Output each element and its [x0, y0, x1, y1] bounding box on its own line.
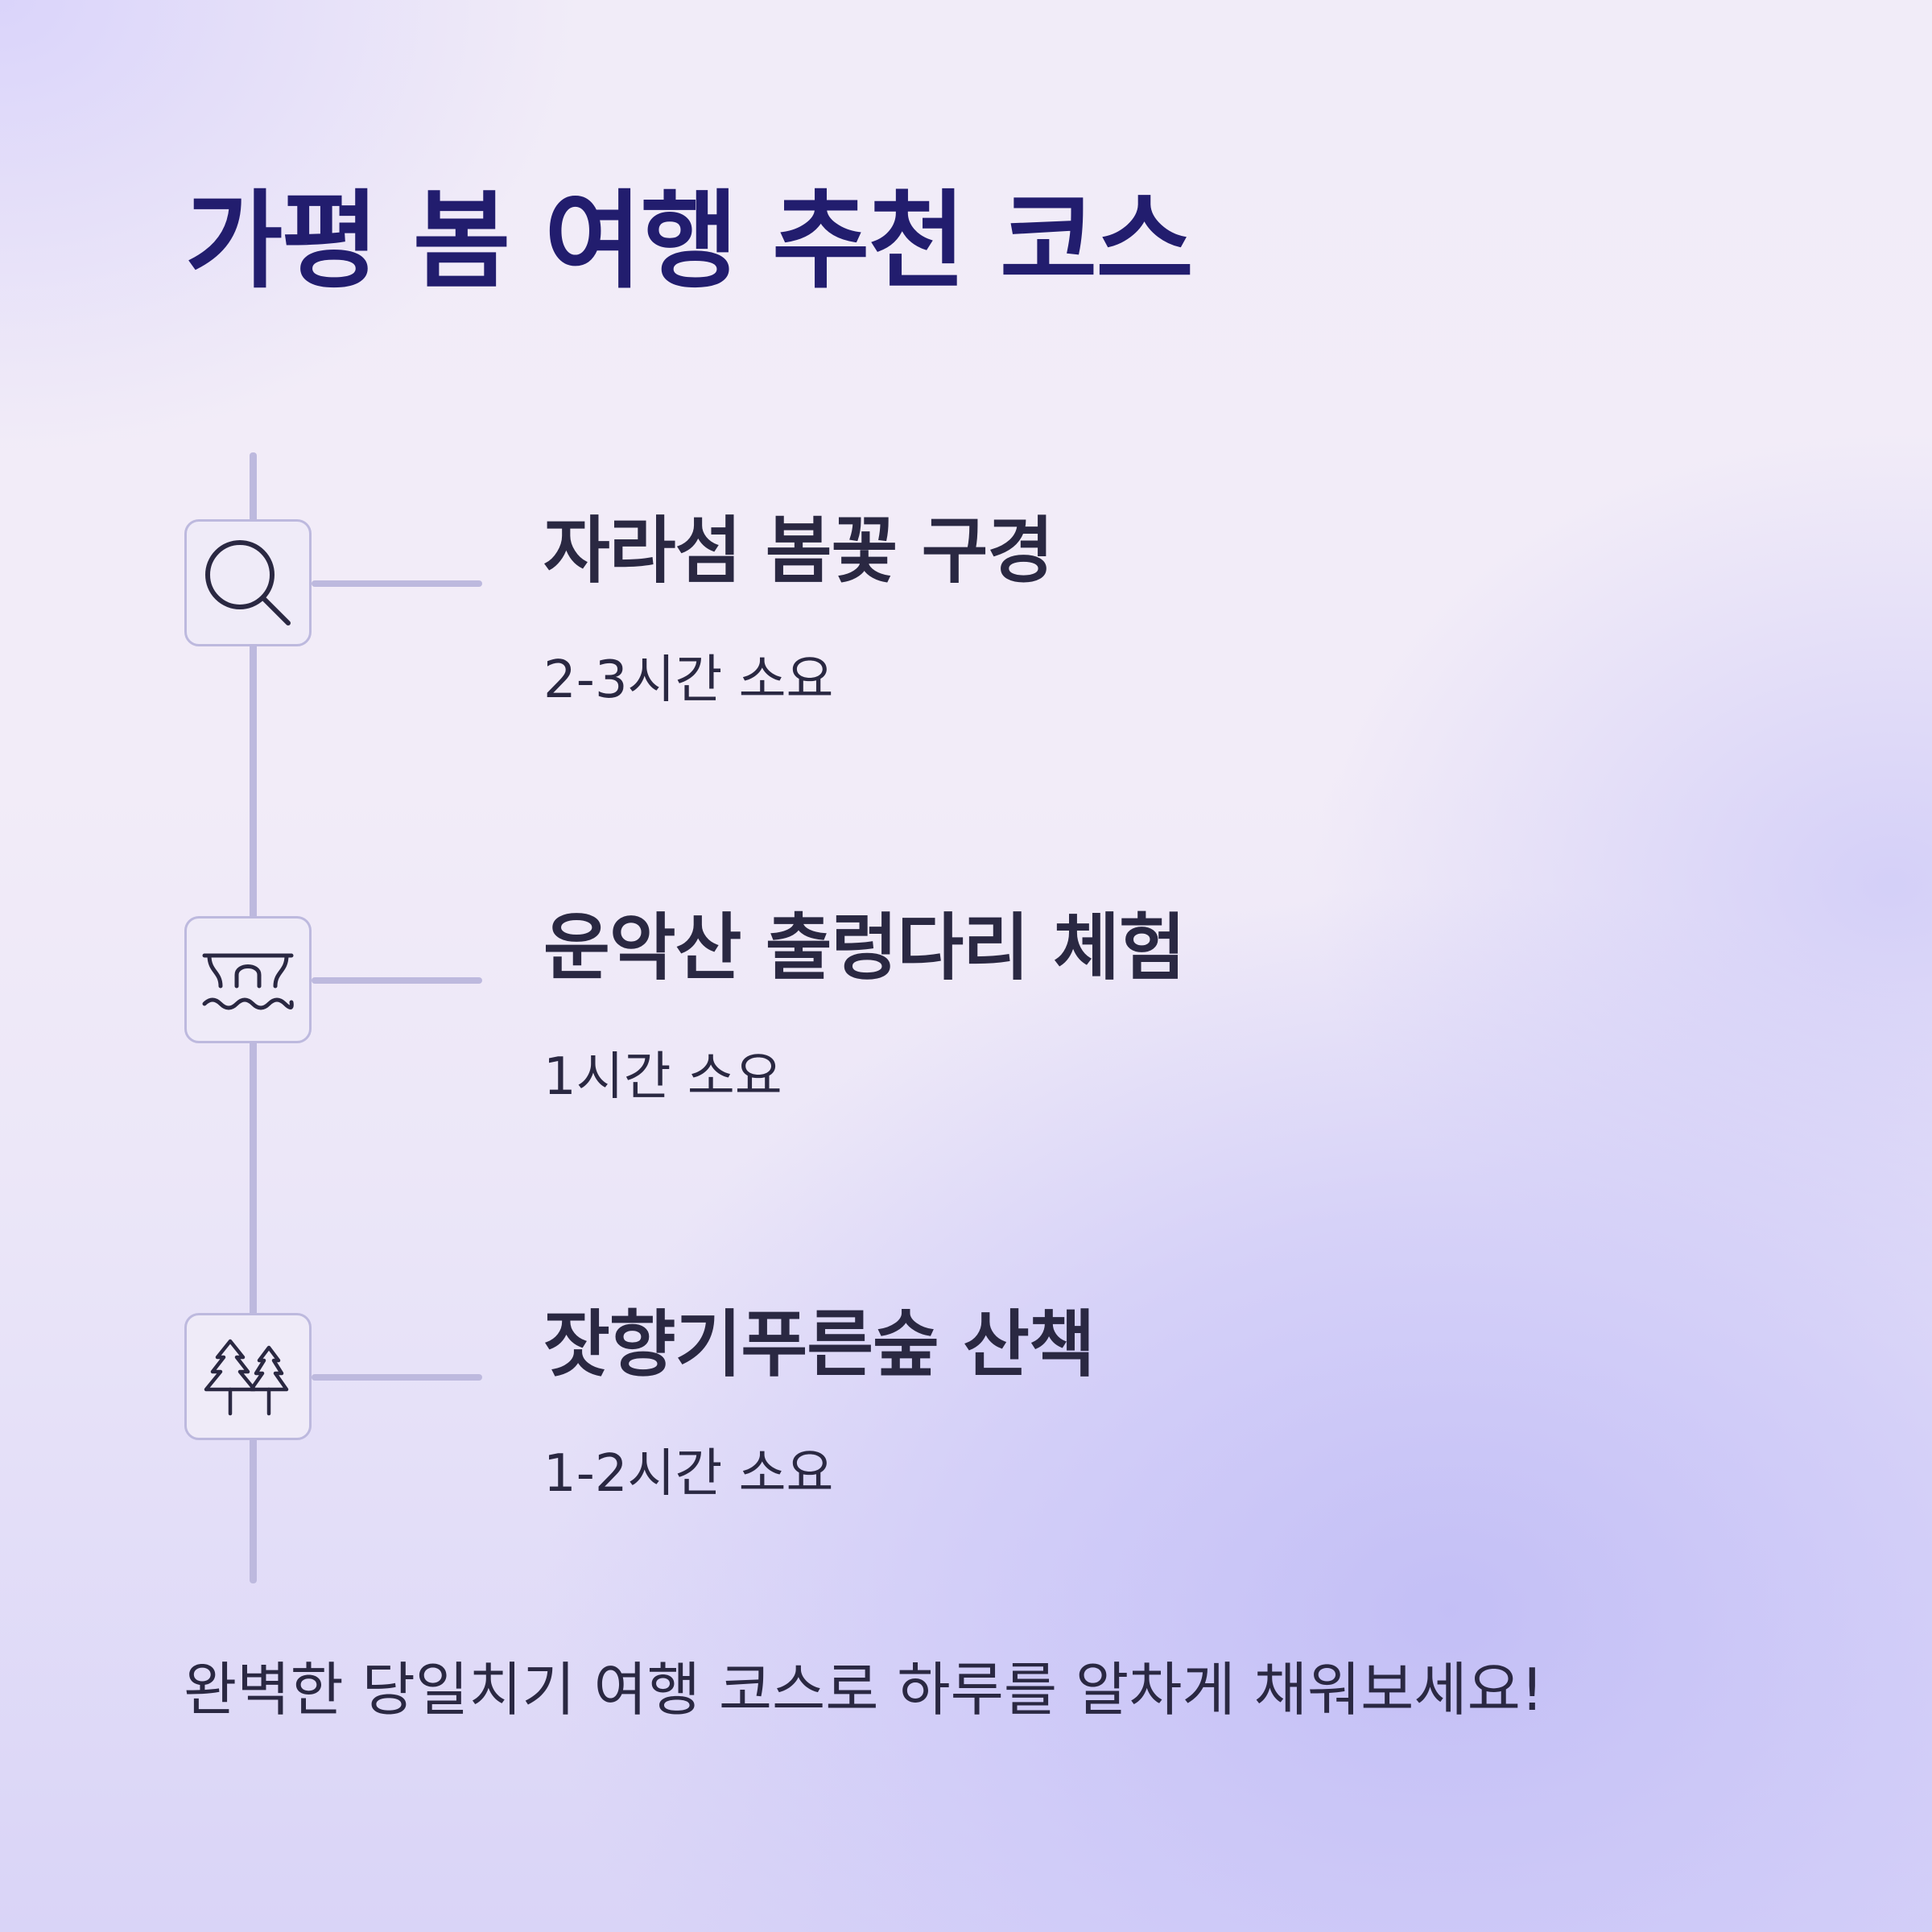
trees-icon — [204, 1339, 289, 1416]
step-3-icon-box — [184, 1313, 312, 1440]
step-3-title: 잣향기푸른숲 산책 — [543, 1302, 1096, 1387]
step-1-connector — [312, 580, 482, 587]
step-2-connector — [312, 977, 482, 984]
step-2-icon-box — [184, 916, 312, 1043]
step-3-connector — [312, 1374, 482, 1381]
step-2-title: 운악산 출렁다리 체험 — [543, 906, 1186, 990]
step-1-icon-box — [184, 519, 312, 646]
step-1-title: 자라섬 봄꽃 구경 — [543, 509, 1054, 593]
step-3-duration: 1-2시간 소요 — [543, 1444, 834, 1504]
footer-message: 완벽한 당일치기 여행 코스로 하루를 알차게 채워보세요! — [184, 1656, 1544, 1724]
step-2-duration: 1시간 소요 — [543, 1047, 782, 1107]
magnifier-icon — [205, 540, 291, 625]
bridge-icon — [202, 953, 294, 1010]
step-1-duration: 2-3시간 소요 — [543, 650, 834, 710]
page-title: 가평 봄 여행 추천 코스 — [185, 180, 1194, 303]
